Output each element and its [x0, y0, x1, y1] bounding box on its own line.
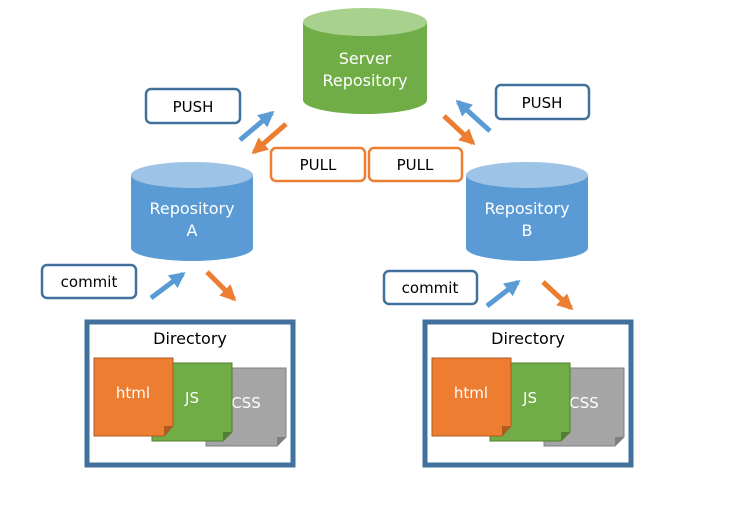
server-repository-label-line1: Server [339, 49, 392, 68]
server-repository: Server Repository [303, 8, 427, 114]
svg-text:PULL: PULL [300, 156, 337, 174]
file-html: html [431, 357, 512, 437]
repository-b: Repository B [466, 162, 588, 261]
svg-text:CSS: CSS [569, 394, 599, 412]
push-label-right: PUSH [494, 83, 591, 121]
repository-a-label-line1: Repository [149, 199, 234, 218]
server-repository-label-line2: Repository [322, 71, 407, 90]
pull-label-right: PULL [367, 146, 464, 183]
svg-text:CSS: CSS [231, 394, 261, 412]
svg-text:html: html [454, 384, 488, 402]
svg-text:html: html [116, 384, 150, 402]
svg-text:JS: JS [184, 389, 199, 407]
pull-arrow-left [251, 122, 288, 155]
repository-b-label-line2: B [522, 221, 533, 240]
push-arrow-right [455, 99, 492, 133]
svg-text:JS: JS [522, 389, 537, 407]
push-arrow-left [238, 110, 275, 142]
checkout-arrow-right [541, 280, 574, 311]
directory-left: Directory CSS JS html [84, 319, 296, 468]
commit-label-left: commit [40, 263, 138, 300]
repository-a-label-line2: A [187, 221, 198, 240]
svg-text:PULL: PULL [397, 156, 434, 174]
directory-right: Directory CSS JS html [422, 319, 634, 468]
checkout-arrow-left [205, 270, 237, 302]
commit-label-right: commit [382, 269, 479, 306]
directory-left-title: Directory [153, 329, 227, 348]
repository-b-label-line1: Repository [484, 199, 569, 218]
svg-text:PUSH: PUSH [522, 94, 563, 112]
svg-text:commit: commit [61, 273, 118, 291]
svg-text:commit: commit [402, 279, 459, 297]
push-label-left: PUSH [144, 87, 242, 125]
commit-arrow-right [485, 280, 521, 308]
repository-a: Repository A [131, 162, 253, 261]
commit-arrow-left [149, 272, 186, 300]
pull-arrow-right [442, 114, 476, 146]
pull-label-left: PULL [269, 146, 367, 183]
svg-text:PUSH: PUSH [173, 98, 214, 116]
file-html: html [93, 357, 174, 437]
directory-right-title: Directory [491, 329, 565, 348]
